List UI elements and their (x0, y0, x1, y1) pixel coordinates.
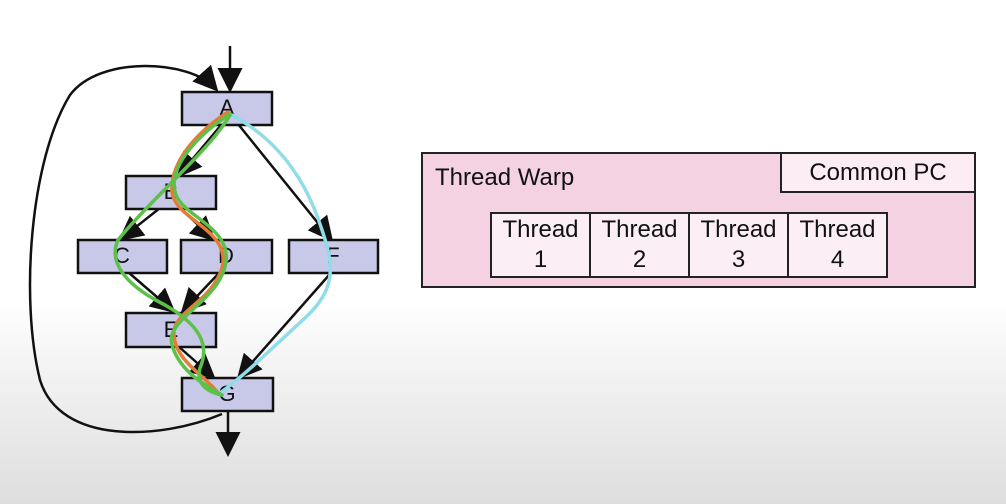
node-c: C (76, 238, 169, 275)
thread-cell-1: Thread 1 (490, 212, 591, 278)
node-f: F (287, 238, 380, 275)
thread-path-green-1 (169, 112, 232, 397)
thread-cell-word: Thread (601, 216, 678, 243)
thread-cell-number: 2 (632, 246, 647, 273)
thread-cell-number: 4 (830, 246, 845, 273)
thread-cell-word: Thread (502, 216, 579, 243)
thread-cell-number: 1 (533, 246, 548, 273)
control-flow-graph: A B C D F E G (28, 46, 380, 457)
thread-cell-4: Thread 4 (787, 212, 888, 278)
thread-cell-2: Thread 2 (589, 212, 690, 278)
edge-f-g (236, 273, 331, 380)
thread-cell-word: Thread (700, 216, 777, 243)
edge-a-f (237, 123, 334, 242)
edge-e-g (177, 345, 216, 380)
thread-cell-3: Thread 3 (688, 212, 789, 278)
thread-warp: Thread Warp Common PC Thread 1 Thread 2 … (421, 152, 976, 288)
thread-cell-word: Thread (799, 216, 876, 243)
thread-list: Thread 1 Thread 2 Thread 3 Thread 4 (490, 212, 888, 278)
common-pc-box: Common PC (780, 152, 976, 193)
edge-b-c (118, 207, 161, 242)
back-edge-arrow (28, 64, 223, 434)
thread-warp-title: Thread Warp (435, 164, 575, 191)
node-g: G (180, 376, 275, 413)
thread-cell-number: 3 (731, 246, 746, 273)
thread-path-cyan (218, 112, 332, 395)
edge-d-e (180, 271, 221, 314)
node-g-label: G (218, 381, 235, 406)
thread-path-green-2 (113, 113, 232, 397)
